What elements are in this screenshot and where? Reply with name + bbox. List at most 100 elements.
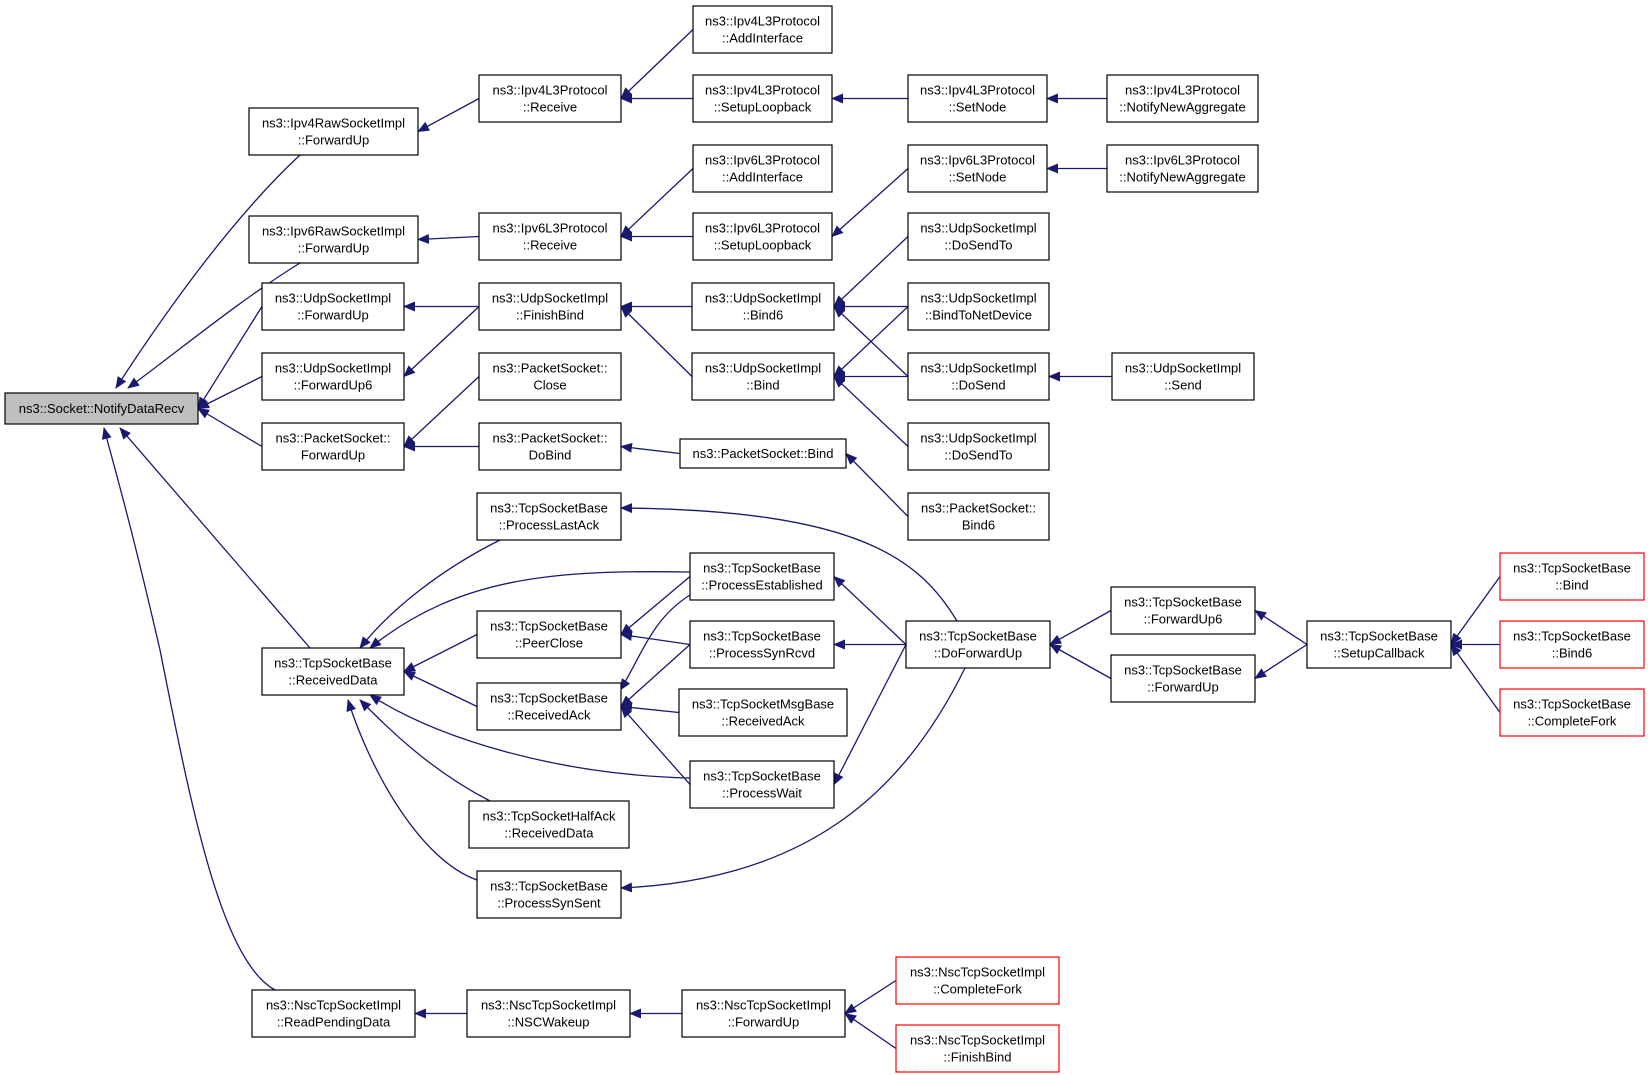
edge-tcp_pe-to-tcp_pc [620,576,691,636]
node-tcp-rd[interactable]: ns3::TcpSocketBase::ReceivedData [261,647,405,696]
node-nsc-fwd[interactable]: ns3::NscTcpSocketImpl::ForwardUp [681,989,846,1038]
node-ipv6-loop[interactable]: ns3::Ipv6L3Protocol::SetupLoopback [692,212,833,261]
node-tcp-pss[interactable]: ns3::TcpSocketBase::ProcessSynSent [476,870,622,919]
node-ipv4-addif[interactable]: ns3::Ipv4L3Protocol::AddInterface [692,5,833,54]
node-label: ::SetNode [949,100,1007,115]
edge-nsc_fb-to-nsc_fwd [844,1012,897,1050]
edge-tcp_sc-to-tcp_fu [1254,643,1308,680]
node-nsc-fb[interactable]: ns3::NscTcpSocketImpl::FinishBind [895,1024,1060,1073]
node-ipv6-addif[interactable]: ns3::Ipv6L3Protocol::AddInterface [692,144,833,193]
node-ipv4-recv[interactable]: ns3::Ipv4L3Protocol::Receive [478,74,622,123]
node-box [476,610,622,659]
node-label: ns3::TcpSocketBase [490,691,608,706]
node-box [1499,552,1645,601]
edge-ipv4_recv-to-ipv4raw_fwd [417,97,480,133]
edge-ipv6_setnode-to-ipv6_loop [831,168,909,238]
node-pkt-bind6[interactable]: ns3::PacketSocket::Bind6 [907,492,1050,541]
node-box [1499,620,1645,669]
node-pkt-fwd[interactable]: ns3::PacketSocket::ForwardUp [261,422,405,471]
node-ipv6raw-fwd[interactable]: ns3::Ipv6RawSocketImpl::ForwardUp [248,215,419,264]
node-nsc-rpd[interactable]: ns3::NscTcpSocketImpl::ReadPendingData [251,989,416,1038]
node-tcp-bind[interactable]: ns3::TcpSocketBase::Bind [1499,552,1645,601]
node-label: ::DoForwardUp [934,646,1022,661]
edge-tcp_ra-to-tcp_rd [403,670,478,708]
node-tcp-bind6[interactable]: ns3::TcpSocketBase::Bind6 [1499,620,1645,669]
node-label: ns3::TcpSocketBase [490,501,608,516]
node-box [261,647,405,696]
node-box [692,74,833,123]
node-box [691,282,835,331]
node-tcp-pla[interactable]: ns3::TcpSocketBase::ProcessLastAck [476,492,622,541]
node-udp-fb[interactable]: ns3::UdpSocketImpl::FinishBind [478,282,622,331]
edge-udp_btnd-to-udp_bind [833,306,909,378]
node-label: ::ForwardUp [1147,680,1219,695]
node-pkt-close[interactable]: ns3::PacketSocket::Close [478,352,622,401]
node-udp-bind6[interactable]: ns3::UdpSocketImpl::Bind6 [691,282,835,331]
node-tcp-pe[interactable]: ns3::TcpSocketBase::ProcessEstablished [689,552,835,601]
node-ipv6-recv[interactable]: ns3::Ipv6L3Protocol::Receive [478,212,622,261]
node-box [248,107,419,156]
node-label: ::ForwardUp [297,308,369,323]
node-ipv6-nna[interactable]: ns3::Ipv6L3Protocol::NotifyNewAggregate [1106,144,1259,193]
node-box [261,282,405,331]
node-tcp-fu6[interactable]: ns3::TcpSocketBase::ForwardUp6 [1110,586,1256,635]
node-box [907,492,1050,541]
node-box [478,422,622,471]
node-label: ns3::Socket::NotifyDataRecv [19,401,185,416]
node-label: ns3::PacketSocket:: [921,501,1036,516]
node-box [689,760,835,809]
edge-udp_fwd-to-root [197,306,263,410]
node-label: ns3::TcpSocketBase [703,629,821,644]
node-udp-send[interactable]: ns3::UdpSocketImpl::Send [1111,352,1255,401]
edge-tcp_dfu-to-tcp_pe [833,575,907,645]
node-pkt-dobind[interactable]: ns3::PacketSocket::DoBind [478,422,622,471]
node-udp-fwd[interactable]: ns3::UdpSocketImpl::ForwardUp [261,282,405,331]
edge-udp_bind-to-udp_fb [620,305,693,377]
edge-pkt_bind6-to-pkt_bind [845,452,909,517]
node-label: ns3::TcpSocketBase [703,769,821,784]
node-box [895,1024,1060,1073]
node-ipv4-setnode[interactable]: ns3::Ipv4L3Protocol::SetNode [907,74,1048,123]
node-tcp-cf[interactable]: ns3::TcpSocketBase::CompleteFork [1499,688,1645,737]
node-tcp-pw[interactable]: ns3::TcpSocketBase::ProcessWait [689,760,835,809]
node-label: ns3::NscTcpSocketImpl [696,998,831,1013]
node-root[interactable]: ns3::Socket::NotifyDataRecv [4,392,199,425]
node-udp-bind[interactable]: ns3::UdpSocketImpl::Bind [691,352,835,401]
node-udp-fwd6[interactable]: ns3::UdpSocketImpl::ForwardUp6 [261,352,405,401]
node-tcp-ha[interactable]: ns3::TcpSocketHalfAck::ReceivedData [468,800,630,849]
node-nsc-cf[interactable]: ns3::NscTcpSocketImpl::CompleteFork [895,956,1060,1005]
edge-udp_fb-to-udp_fwd6 [403,306,480,378]
node-ipv4raw-fwd[interactable]: ns3::Ipv4RawSocketImpl::ForwardUp [248,107,419,156]
node-label: Close [533,378,566,393]
node-label: ns3::UdpSocketImpl [275,291,391,306]
edge-tcp_cf-to-tcp_sc [1450,643,1501,713]
node-nsc-wake[interactable]: ns3::NscTcpSocketImpl::NSCWakeup [466,989,631,1038]
edge-tcp_psr-to-tcp_ra [620,644,691,708]
node-udp-ds[interactable]: ns3::UdpSocketImpl::DoSend [907,352,1050,401]
node-tcp-dfu[interactable]: ns3::TcpSocketBase::DoForwardUp [905,620,1051,669]
node-tcp-pc[interactable]: ns3::TcpSocketBase::PeerClose [476,610,622,659]
node-label: ns3::Ipv4L3Protocol [705,83,820,98]
node-udp-dst2[interactable]: ns3::UdpSocketImpl::DoSendTo [907,422,1050,471]
node-label: ns3::TcpSocketBase [1124,663,1242,678]
node-tcp-sc[interactable]: ns3::TcpSocketBase::SetupCallback [1306,620,1452,669]
node-tcp-ra[interactable]: ns3::TcpSocketBase::ReceivedAck [476,682,622,731]
edge-ipv4raw_fwd-to-root [115,154,301,389]
node-tcpmsg-ra[interactable]: ns3::TcpSocketMsgBase::ReceivedAck [678,688,848,737]
node-ipv4-nna[interactable]: ns3::Ipv4L3Protocol::NotifyNewAggregate [1106,74,1259,123]
node-udp-btnd[interactable]: ns3::UdpSocketImpl::BindToNetDevice [907,282,1050,331]
node-box [895,956,1060,1005]
node-pkt-bind[interactable]: ns3::PacketSocket::Bind [679,438,847,469]
node-tcp-psr[interactable]: ns3::TcpSocketBase::ProcessSynRcvd [689,620,835,669]
edge-tcp_fu6-to-tcp_dfu [1049,609,1112,646]
node-label: ::CompleteFork [933,982,1022,997]
node-box [692,212,833,261]
node-label: ::DoSend [951,378,1005,393]
node-box [679,438,847,469]
node-ipv4-loop[interactable]: ns3::Ipv4L3Protocol::SetupLoopback [692,74,833,123]
node-label: ns3::PacketSocket:: [276,431,391,446]
edge-ipv6raw_fwd-to-root [127,262,301,389]
node-udp-dst1[interactable]: ns3::UdpSocketImpl::DoSendTo [907,212,1050,261]
node-ipv6-setnode[interactable]: ns3::Ipv6L3Protocol::SetNode [907,144,1048,193]
node-tcp-fu[interactable]: ns3::TcpSocketBase::ForwardUp [1110,654,1256,703]
